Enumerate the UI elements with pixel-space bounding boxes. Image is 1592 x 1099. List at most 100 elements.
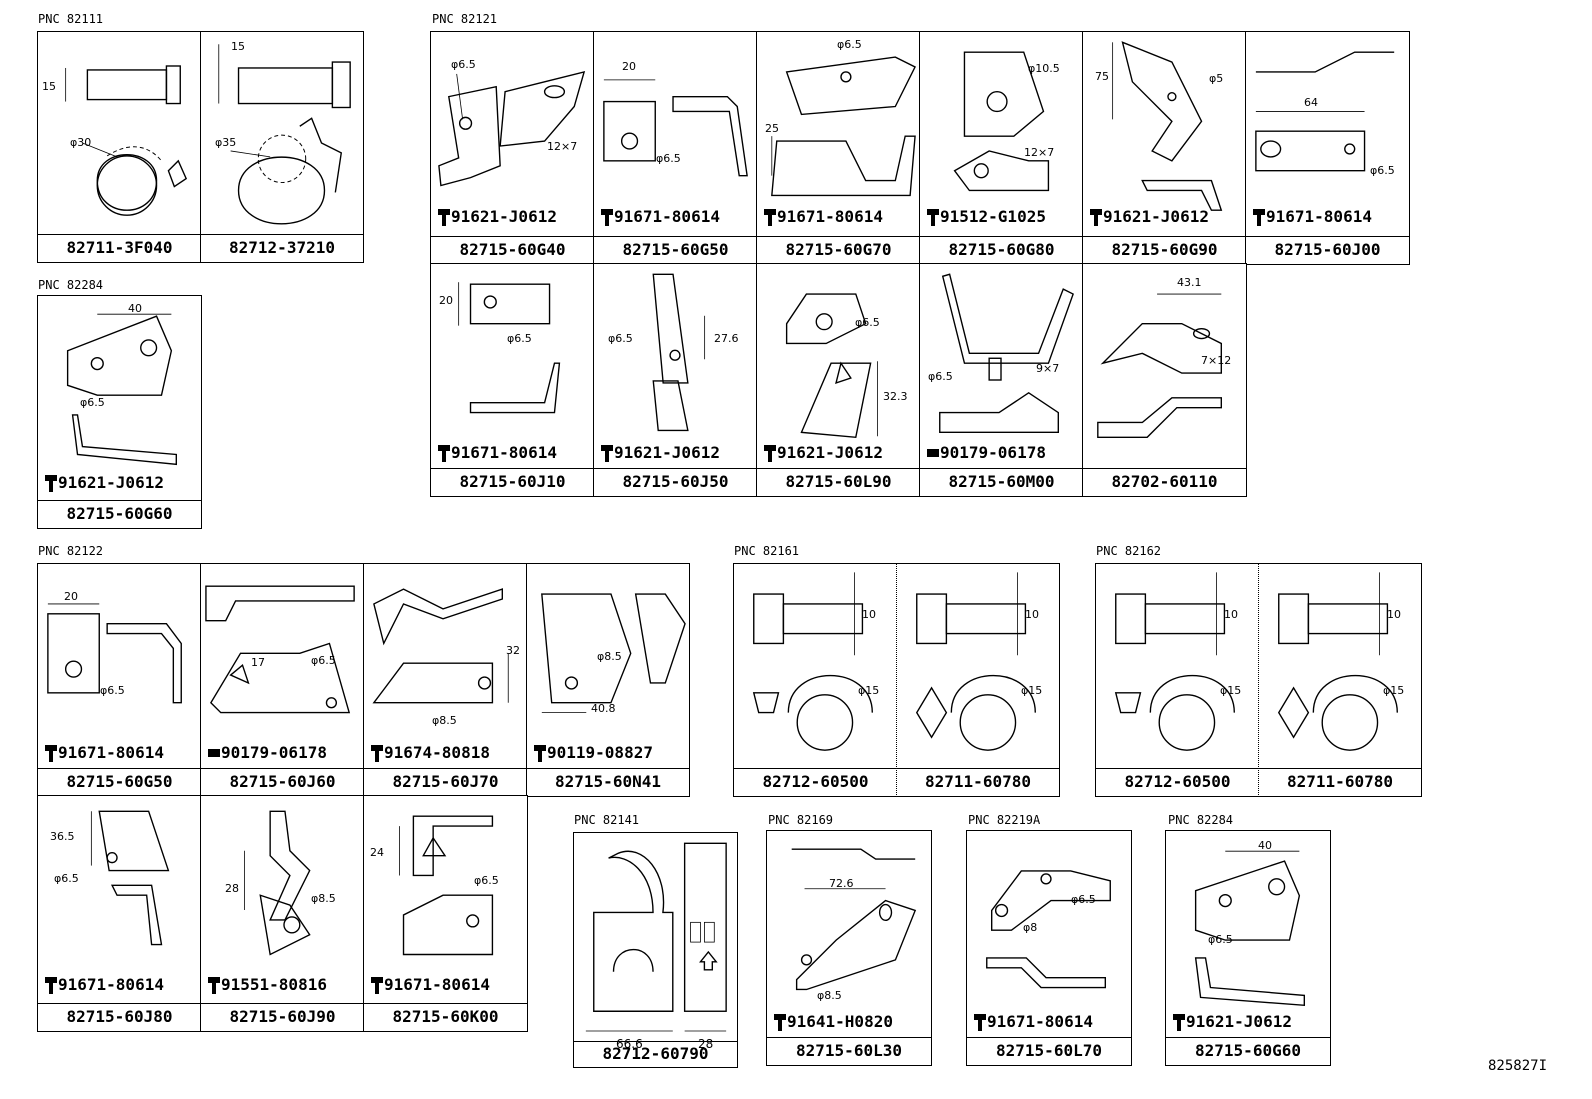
bracket-illustration <box>791 848 917 991</box>
clamp-illustration <box>585 842 727 1032</box>
dimension-label: 32.3 <box>883 390 908 403</box>
dimension-label: 40 <box>128 302 142 315</box>
part-number: 82711-60780 <box>1259 768 1421 796</box>
part-cell[interactable]: 15 φ35 82712-37210 <box>200 31 364 263</box>
part-cell[interactable]: 10 φ15 82712-60500 <box>1095 563 1260 797</box>
part-cell[interactable]: 20 φ6.5 91671-80614 82715-60G50 <box>593 31 758 265</box>
pnc-label: PNC 82169 <box>768 813 834 827</box>
dimension-label: 10 <box>1025 608 1039 621</box>
bolt-reference: 91641-H0820 <box>773 1013 893 1031</box>
clamp-illustration <box>915 572 1036 751</box>
part-cell[interactable]: 40 φ6.5 91621-J0612 82715-60G60 <box>1165 830 1331 1066</box>
dimension-label: φ15 <box>1383 684 1405 697</box>
bolt-part-number: 91671-80614 <box>614 207 720 226</box>
dimension-label: φ6.5 <box>1208 933 1233 946</box>
part-cell[interactable]: φ8.5 40.8 90119-08827 82715-60N41 <box>526 563 690 797</box>
dimension-label: φ6.5 <box>100 684 125 697</box>
bolt-part-number: 90179-06178 <box>221 743 327 762</box>
bracket-illustration <box>541 593 686 713</box>
bolt-reference: 91671-80614 <box>763 208 883 226</box>
part-number: 82715-60J90 <box>201 1003 364 1031</box>
part-cell[interactable]: 43.1 7×12 82702-60110 <box>1082 263 1247 497</box>
part-cell[interactable]: φ6.5 32.3 91621-J0612 82715-60L90 <box>756 263 921 497</box>
part-number: 82715-60J10 <box>431 468 594 496</box>
bracket-illustration <box>399 815 494 956</box>
dimension-label: 20 <box>64 590 78 603</box>
bracket-illustration <box>47 603 182 704</box>
part-cell[interactable]: 75 φ5 91621-J0612 82715-60G90 <box>1082 31 1247 265</box>
part-cell[interactable]: 72.6 φ8.5 91641-H0820 82715-60L30 <box>766 830 932 1066</box>
part-number: 82715-60L30 <box>767 1037 931 1065</box>
bolt-icon <box>1173 1014 1185 1031</box>
part-cell[interactable]: φ6.5 25 91671-80614 82715-60G70 <box>756 31 921 265</box>
bolt-part-number: 91671-80614 <box>1266 207 1372 226</box>
part-cell[interactable]: 10 φ15 82711-60780 <box>896 563 1060 797</box>
bolt-reference: 91671-80614 <box>600 208 720 226</box>
part-cell[interactable]: 10 φ15 82712-60500 <box>733 563 898 797</box>
bracket-illustration <box>939 273 1074 434</box>
bolt-icon <box>45 475 57 492</box>
part-cell[interactable]: 10 φ15 82711-60780 <box>1258 563 1422 797</box>
pnc-label: PNC 82162 <box>1096 544 1162 558</box>
part-cell[interactable]: 40 φ6.5 91621-J0612 82715-60G60 <box>37 295 202 529</box>
bolt-part-number: 91621-J0612 <box>1186 1012 1292 1031</box>
dimension-label: 28 <box>698 1037 714 1051</box>
part-cell[interactable]: 32 φ8.5 91674-80818 82715-60J70 <box>363 563 528 797</box>
dimension-label: φ6.5 <box>311 654 336 667</box>
bolt-part-number: 91512-G1025 <box>940 207 1046 226</box>
part-cell[interactable]: 20 φ6.5 91671-80614 82715-60J10 <box>430 263 595 497</box>
dimension-label: 72.6 <box>829 877 854 890</box>
part-number: 82711-3F040 <box>38 234 201 262</box>
part-cell[interactable]: 20 φ6.5 91671-80614 82715-60G50 <box>37 563 202 797</box>
part-number: 82715-60G50 <box>594 236 757 264</box>
part-number: 82711-60780 <box>897 768 1059 796</box>
part-cell[interactable]: 15 φ30 82711-3F040 <box>37 31 202 263</box>
bracket-illustration <box>244 810 311 956</box>
bolt-reference: 91671-80614 <box>370 976 490 994</box>
bolt-part-number: 90119-08827 <box>547 743 653 762</box>
part-cell[interactable]: φ6.5 12×7 91621-J0612 82715-60G40 <box>430 31 595 265</box>
part-cell[interactable]: φ6.5 9×7 90179-06178 82715-60M00 <box>919 263 1084 497</box>
dimension-label: φ10.5 <box>1028 62 1060 75</box>
dimension-label: φ6.5 <box>507 332 532 345</box>
dimension-label: φ8 <box>1023 921 1038 934</box>
dimension-label: φ6.5 <box>928 370 953 383</box>
pnc-label: PNC 82122 <box>38 544 104 558</box>
part-cell[interactable]: φ6.5 φ8 91671-80614 82715-60L70 <box>966 830 1132 1066</box>
dimension-label: 24 <box>370 846 384 859</box>
part-cell[interactable]: φ10.5 12×7 91512-G1025 82715-60G80 <box>919 31 1084 265</box>
dimension-label: 28 <box>225 882 239 895</box>
bolt-icon <box>927 209 939 226</box>
bracket-illustration <box>953 51 1050 192</box>
part-number: 82715-60G80 <box>920 236 1083 264</box>
dimension-label: φ6.5 <box>1370 164 1395 177</box>
bolt-icon <box>601 445 613 462</box>
bolt-reference: 91512-G1025 <box>926 208 1046 226</box>
bolt-icon <box>371 745 383 762</box>
bracket-illustration <box>1097 293 1222 438</box>
part-number: 82712-60500 <box>1096 768 1259 796</box>
part-cell[interactable]: 64 φ6.5 91671-80614 82715-60J00 <box>1245 31 1410 265</box>
bolt-icon <box>974 1014 986 1031</box>
dimension-label: φ6.5 <box>656 152 681 165</box>
part-number: 82715-60L70 <box>967 1037 1131 1065</box>
dimension-label: φ8.5 <box>817 989 842 1002</box>
part-cell[interactable]: 28 φ8.5 91551-80816 82715-60J90 <box>200 795 365 1032</box>
dimension-label: 40 <box>1258 839 1272 852</box>
clamp-illustration <box>752 572 873 751</box>
part-number: 82715-60M00 <box>920 468 1083 496</box>
dimension-label: φ15 <box>1220 684 1242 697</box>
dimension-label: φ15 <box>858 684 880 697</box>
bolt-icon <box>45 977 57 994</box>
part-cell[interactable]: 17 φ6.5 90179-06178 82715-60J60 <box>200 563 365 797</box>
clamp-illustration <box>1277 572 1398 751</box>
part-cell[interactable]: 36.5 φ6.5 91671-80614 82715-60J80 <box>37 795 202 1032</box>
part-cell[interactable]: 24 φ6.5 91671-80614 82715-60K00 <box>363 795 528 1032</box>
bolt-reference: 90119-08827 <box>533 744 653 762</box>
part-cell[interactable]: φ6.5 27.6 91621-J0612 82715-60J50 <box>593 263 758 497</box>
bolt-icon <box>774 1014 786 1031</box>
bracket-illustration <box>785 293 878 439</box>
part-cell[interactable]: 66.6 28 82712-60790 <box>573 832 738 1068</box>
dimension-label: φ15 <box>1021 684 1043 697</box>
dimension-label: φ6.5 <box>80 396 105 409</box>
